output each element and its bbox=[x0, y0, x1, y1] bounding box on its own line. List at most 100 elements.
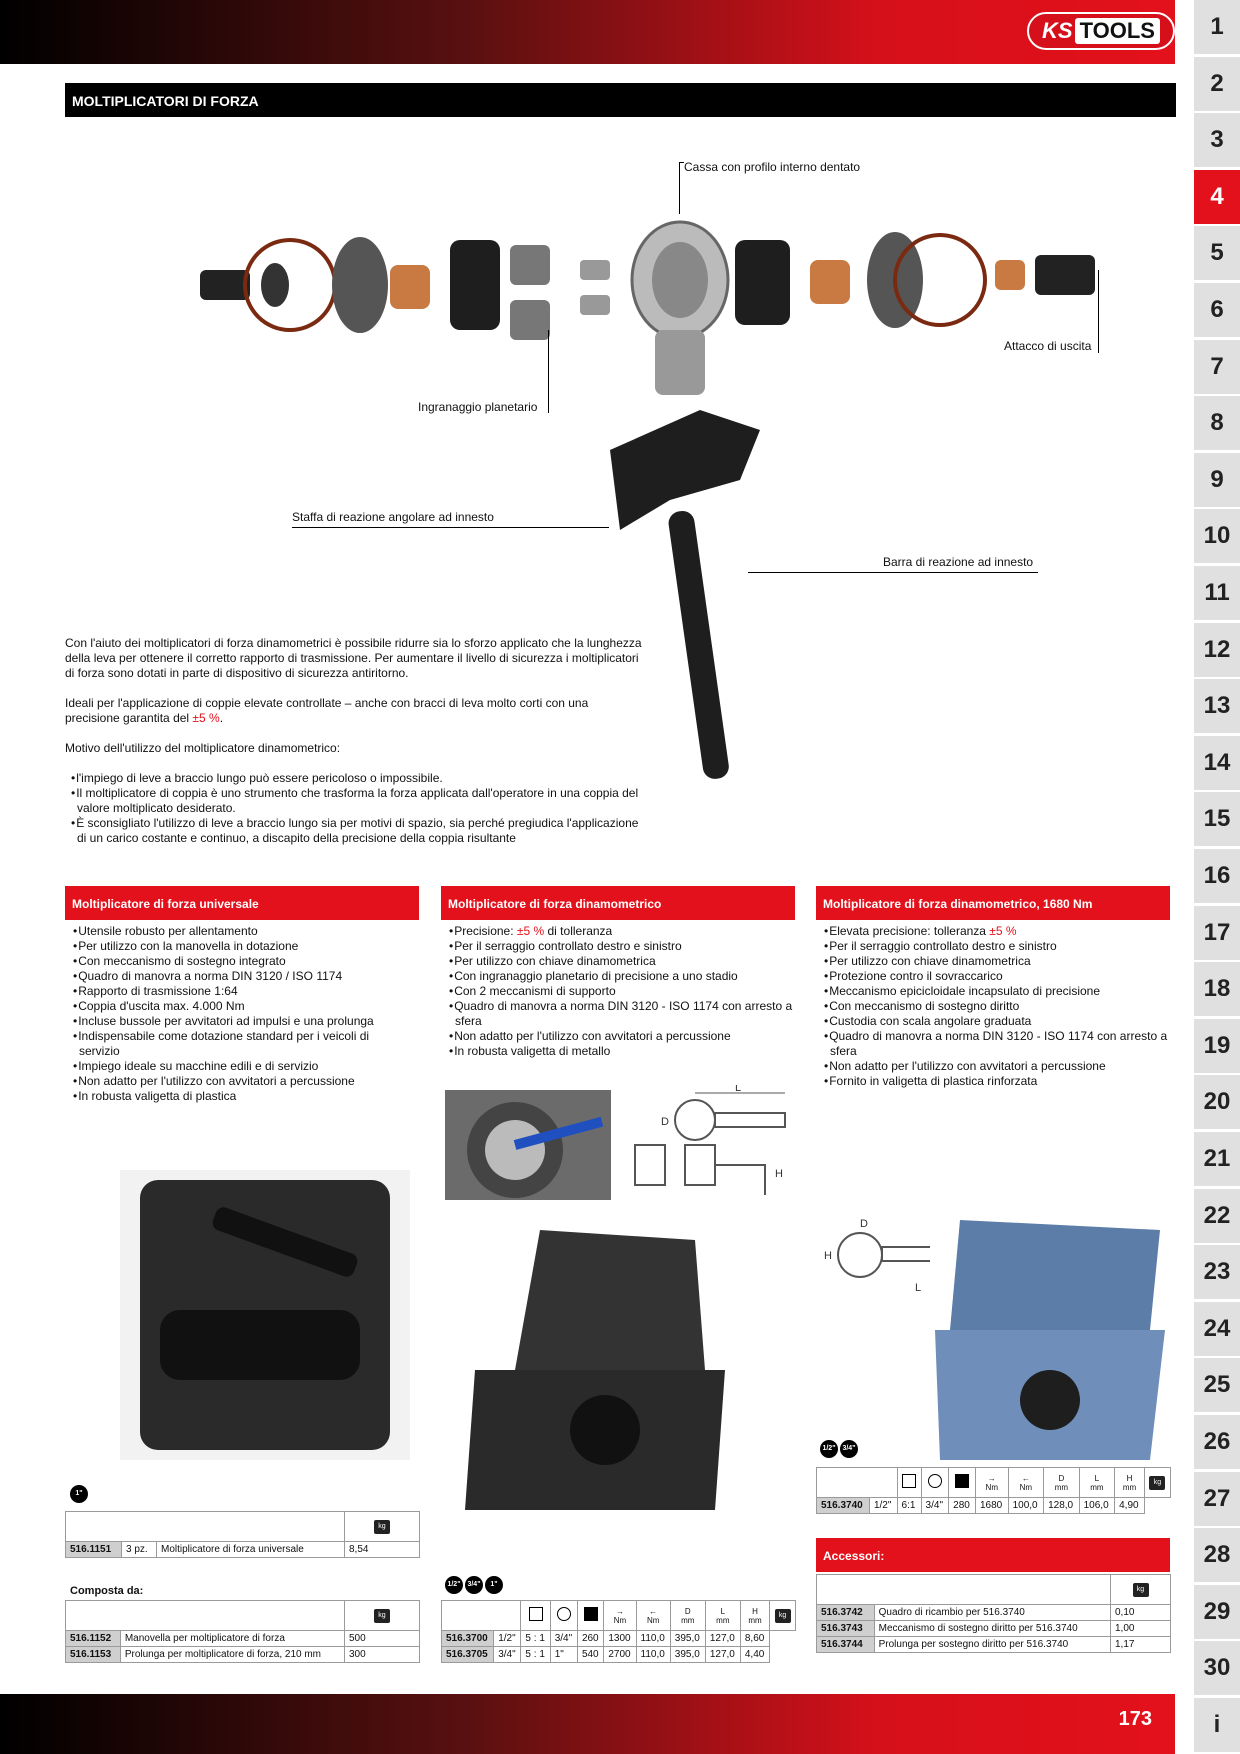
chapter-tab-3[interactable]: 3 bbox=[1194, 113, 1240, 168]
bullet-item: Quadro di manovra a norma DIN 3120 - ISO… bbox=[818, 1029, 1170, 1059]
bullet-item: Non adatto per l'utilizzo con avvitatori… bbox=[818, 1059, 1170, 1074]
cell-h: 127,0 bbox=[704, 1646, 741, 1663]
chapter-tab-5[interactable]: 5 bbox=[1194, 226, 1240, 281]
logo-ks: KS bbox=[1042, 18, 1073, 43]
cell-out: 1" bbox=[549, 1646, 578, 1663]
cell-h: 127,0 bbox=[704, 1630, 741, 1647]
chapter-tab-21[interactable]: 21 bbox=[1194, 1132, 1240, 1186]
chapter-tab-29[interactable]: 29 bbox=[1194, 1584, 1240, 1639]
col1-badges: 1" bbox=[70, 1482, 90, 1503]
dim-d-label: D bbox=[860, 1218, 868, 1230]
dim-d: 100,0 bbox=[1007, 1497, 1045, 1514]
col2-badges: 1/2"3/4"1" bbox=[445, 1573, 505, 1594]
cell-nm1: 260 bbox=[576, 1630, 605, 1647]
bullet-item: In robusta valigetta di plastica bbox=[67, 1089, 407, 1104]
chapter-tab-18[interactable]: 18 bbox=[1194, 962, 1240, 1017]
part-flange bbox=[332, 237, 388, 333]
cell-weight: 1,17 bbox=[1110, 1636, 1171, 1653]
weight-icon: kg bbox=[374, 1608, 390, 1623]
callout-line bbox=[548, 330, 549, 413]
chapter-tab-16[interactable]: 16 bbox=[1194, 849, 1240, 903]
chapter-tab-17[interactable]: 17 bbox=[1194, 905, 1240, 960]
cell-weight: 0,10 bbox=[1110, 1604, 1171, 1621]
col1-heading: Moltiplicatore di forza universale bbox=[65, 886, 419, 920]
chapter-tab-27[interactable]: 27 bbox=[1194, 1471, 1240, 1526]
chapter-tab-14[interactable]: 14 bbox=[1194, 735, 1240, 790]
square-drive-icon bbox=[528, 1607, 543, 1621]
chapter-tab-9[interactable]: 9 bbox=[1194, 452, 1240, 507]
drawing-head bbox=[674, 1099, 716, 1141]
cell-ratio: 5 : 1 bbox=[520, 1646, 551, 1663]
part-housing-gear bbox=[652, 242, 708, 318]
part-pin bbox=[580, 260, 610, 280]
bullet-item: Per utilizzo con chiave dinamometrica bbox=[818, 954, 1170, 969]
chapter-tab-12[interactable]: 12 bbox=[1194, 622, 1240, 677]
chapter-tab-1[interactable]: 1 bbox=[1194, 0, 1240, 54]
chapter-tab-11[interactable]: 11 bbox=[1194, 566, 1240, 620]
chapter-tab-6[interactable]: 6 bbox=[1194, 283, 1240, 337]
exploded-view-illustration bbox=[200, 220, 1095, 779]
intro-paragraph-3: Motivo dell'utilizzo del moltiplicatore … bbox=[65, 741, 341, 755]
weight-icon: kg bbox=[374, 1519, 390, 1534]
chapter-tab-15[interactable]: 15 bbox=[1194, 792, 1240, 847]
bullet-item: Elevata precisione: tolleranza ±5 % bbox=[818, 924, 1170, 939]
chapter-tab-8[interactable]: 8 bbox=[1194, 396, 1240, 451]
table-row: 516.3740 1/2" 6:1 3/4" 280 1680 100,0 12… bbox=[816, 1497, 1171, 1514]
chapter-tab-30[interactable]: 30 bbox=[1194, 1641, 1240, 1696]
unit-mm: mm bbox=[1054, 1482, 1069, 1492]
header-nm-in: →Nm bbox=[974, 1467, 1009, 1498]
bullet-item: Non adatto per l'utilizzo con avvitatori… bbox=[67, 1074, 407, 1089]
chapter-tab-4[interactable]: 4 bbox=[1194, 169, 1240, 224]
drawing-head bbox=[837, 1232, 883, 1278]
chapter-tab-13[interactable]: 13 bbox=[1194, 679, 1240, 734]
chapter-tab-28[interactable]: 28 bbox=[1194, 1528, 1240, 1583]
dim-l: 128,0 bbox=[1043, 1497, 1080, 1514]
bullet-item: Quadro di manovra a norma DIN 3120 / ISO… bbox=[67, 969, 407, 984]
chapter-tab-10[interactable]: 10 bbox=[1194, 509, 1240, 564]
ratio-icon bbox=[556, 1607, 571, 1621]
header-weight: kg bbox=[1143, 1467, 1172, 1498]
header-nm-in: →Nm bbox=[603, 1600, 637, 1631]
header-ratio bbox=[920, 1467, 950, 1498]
callout-line bbox=[748, 572, 1038, 573]
part-planet-gear bbox=[510, 245, 550, 285]
drawing-arm bbox=[715, 1164, 766, 1195]
output-drive-icon bbox=[955, 1474, 970, 1488]
chapter-tab-i[interactable]: i bbox=[1194, 1698, 1240, 1752]
chapter-tab-24[interactable]: 24 bbox=[1194, 1301, 1240, 1356]
drive-badge-1in: 1" bbox=[70, 1485, 88, 1503]
chapter-tab-22[interactable]: 22 bbox=[1194, 1188, 1240, 1243]
article-qty: 3 pz. bbox=[121, 1541, 157, 1558]
col3-bullets: Elevata precisione: tolleranza ±5 % Per … bbox=[818, 924, 1170, 1089]
header-weight: kg bbox=[1110, 1574, 1171, 1605]
chapter-tab-23[interactable]: 23 bbox=[1194, 1245, 1240, 1300]
article-weight: 8,54 bbox=[344, 1541, 420, 1558]
page-title: MOLTIPLICATORI DI FORZA bbox=[65, 83, 1176, 117]
unit-mm: mm bbox=[1090, 1482, 1104, 1492]
cell-desc: Meccanismo di sostegno diritto per 516.3… bbox=[873, 1620, 1112, 1637]
chapter-tab-20[interactable]: 20 bbox=[1194, 1075, 1240, 1130]
bullet-item: Meccanismo epicicloidale incapsulato di … bbox=[818, 984, 1170, 999]
chapter-tab-26[interactable]: 26 bbox=[1194, 1415, 1240, 1469]
chapter-tab-2[interactable]: 2 bbox=[1194, 56, 1240, 111]
drawing-side-2 bbox=[684, 1144, 716, 1186]
dim-d-label: D bbox=[661, 1116, 669, 1128]
application-photo bbox=[445, 1090, 611, 1200]
cell-desc: Quadro di ricambio per 516.3740 bbox=[873, 1604, 1112, 1621]
chapter-tab-25[interactable]: 25 bbox=[1194, 1358, 1240, 1413]
chapter-tab-19[interactable]: 19 bbox=[1194, 1018, 1240, 1073]
cell-desc: Manovella per moltiplicatore di forza bbox=[119, 1630, 346, 1647]
weight-icon: kg bbox=[1149, 1475, 1166, 1490]
chapter-tab-7[interactable]: 7 bbox=[1194, 339, 1240, 394]
part-circlip-2 bbox=[893, 233, 987, 327]
logo-tools: TOOLS bbox=[1074, 18, 1160, 44]
part-angle-reaction bbox=[610, 410, 760, 530]
part-pin-2 bbox=[580, 295, 610, 315]
